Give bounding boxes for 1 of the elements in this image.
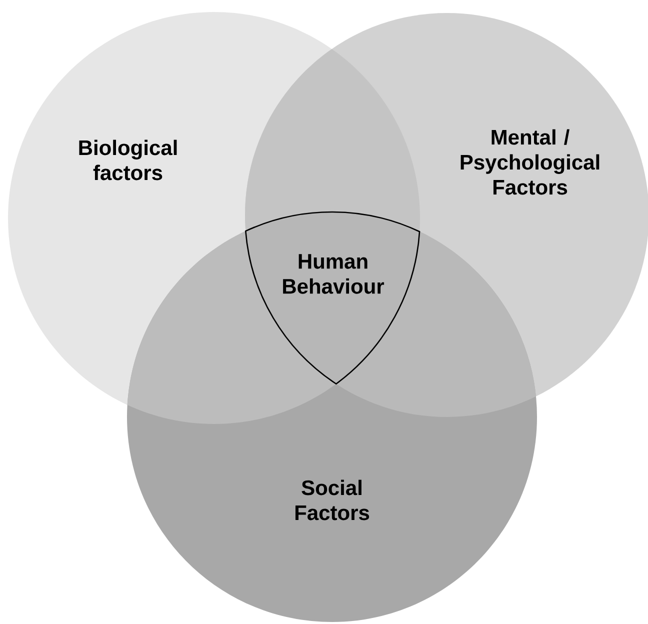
node-label: Social Factors [295,480,370,520]
